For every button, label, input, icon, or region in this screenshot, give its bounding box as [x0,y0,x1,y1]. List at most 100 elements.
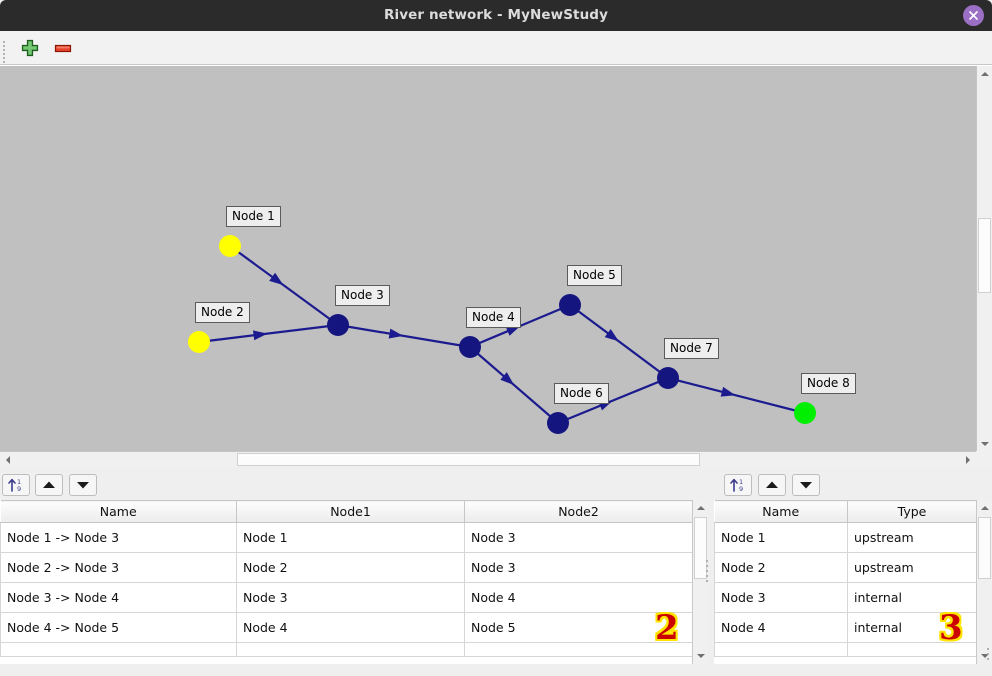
nodes-cell[interactable]: internal [847,612,976,643]
canvas-horizontal-scroll-thumb[interactable] [237,453,700,466]
nodes-cell[interactable]: upstream [847,552,976,583]
close-icon[interactable] [963,5,984,26]
nodes-cell-empty[interactable] [847,642,976,657]
reaches-column-header[interactable]: Node2 [464,500,692,523]
reaches-cell-empty[interactable] [236,642,465,657]
reaches-cell[interactable]: Node 3 -> Node 4 [0,582,237,613]
graph-node[interactable] [794,402,816,424]
nodes-column-header[interactable]: Name [714,500,848,523]
nodes-column-header[interactable]: Type [847,500,976,523]
graph-node-label[interactable]: Node 8 [801,373,856,394]
scroll-down-arrow[interactable] [977,436,992,452]
reaches-cell[interactable]: Node 4 -> Node 5 [0,612,237,643]
nodes-cell[interactable]: Node 2 [714,552,848,583]
toolbar-grip[interactable] [3,39,8,63]
graph-node[interactable] [547,412,569,434]
graph-edge[interactable] [337,323,471,349]
reaches-move-up-button[interactable] [35,474,63,496]
add-node-button[interactable] [20,38,42,58]
scroll-left-arrow[interactable] [0,452,16,468]
close-x-glyph [968,10,979,21]
graph-canvas-container: Node 1 Node 2 Node 3 Node 4 Node 5 Node 6 Node… [0,65,992,468]
graph-node-label[interactable]: Node 1 [226,206,281,227]
graph-node[interactable] [459,336,481,358]
reaches-cell[interactable]: Node 2 [236,552,465,583]
reaches-column-header[interactable]: Name [0,500,237,523]
canvas-vertical-scrollbar[interactable] [976,66,992,452]
reaches-move-down-button[interactable] [69,474,97,496]
graph-edge[interactable] [229,245,339,326]
graph-edge[interactable] [667,376,806,415]
reaches-scroll-down-arrow[interactable] [693,648,708,664]
reaches-scroll-up-arrow[interactable] [693,500,708,516]
table-row-partial[interactable] [714,642,976,657]
graph-node-label[interactable]: Node 5 [567,265,622,286]
nodes-cell-empty[interactable] [714,642,848,657]
graph-node-label[interactable]: Node 3 [335,285,390,306]
reaches-cell[interactable]: Node 3 [236,582,465,613]
nodes-cell[interactable]: Node 4 [714,612,848,643]
graph-node-label[interactable]: Node 4 [466,307,521,328]
reaches-sort-button[interactable]: 1 9 [2,474,30,496]
nodes-scroll-thumb[interactable] [978,517,991,579]
scroll-up-arrow[interactable] [977,66,992,82]
nodes-cell[interactable]: Node 3 [714,582,848,613]
graph-node[interactable] [657,367,679,389]
vertical-splitter[interactable] [706,560,709,586]
reaches-cell[interactable]: Node 1 -> Node 3 [0,522,237,553]
sort-ascending-icon: 1 9 [730,478,743,493]
nodes-scroll-down-arrow[interactable] [977,648,992,664]
reaches-cell[interactable]: Node 1 [236,522,465,553]
reaches-cell[interactable]: Node 5 [464,612,692,643]
nodes-sort-button[interactable]: 1 9 [724,474,752,496]
graph-node-label[interactable]: Node 2 [195,302,250,323]
graph-node[interactable] [559,294,581,316]
river-network-graph[interactable]: Node 1 Node 2 Node 3 Node 4 Node 5 Node 6 Node… [0,66,976,452]
window-resize-grip[interactable] [987,648,990,674]
red-minus-icon [54,44,72,53]
scroll-right-arrow[interactable] [960,452,976,468]
reaches-cell[interactable]: Node 3 [464,552,692,583]
arrow-up-icon [766,481,778,488]
reaches-column-header[interactable]: Node1 [236,500,465,523]
graph-node-label[interactable]: Node 6 [554,383,609,404]
reaches-cell-empty[interactable] [0,642,237,657]
nodes-cell[interactable]: internal [847,582,976,613]
nodes-cell[interactable]: upstream [847,522,976,553]
delete-node-button[interactable] [53,38,75,58]
graph-edge[interactable] [198,323,339,344]
nodes-move-up-button[interactable] [758,474,786,496]
reaches-cell[interactable]: Node 2 -> Node 3 [0,552,237,583]
reaches-cell[interactable]: Node 4 [464,582,692,613]
graph-node[interactable] [219,235,241,257]
graph-node[interactable] [188,331,210,353]
graph-edge[interactable] [569,304,669,379]
reaches-cell[interactable]: Node 4 [236,612,465,643]
nodes-move-down-button[interactable] [792,474,820,496]
nodes-vertical-scrollbar[interactable] [976,500,992,664]
reaches-cell[interactable]: Node 3 [464,522,692,553]
graph-node-label[interactable]: Node 7 [664,338,719,359]
nodes-cell[interactable]: Node 1 [714,522,848,553]
table-row-partial[interactable] [0,642,692,657]
canvas-vertical-scroll-thumb[interactable] [978,218,991,293]
graph-node[interactable] [327,314,349,336]
reaches-scroll-thumb[interactable] [694,517,707,579]
nodes-scroll-up-arrow[interactable] [977,500,992,516]
reaches-vertical-scrollbar[interactable] [692,500,708,664]
reaches-cell-empty[interactable] [464,642,692,657]
scrollbar-corner [976,451,992,467]
canvas-horizontal-scrollbar[interactable] [0,451,976,468]
